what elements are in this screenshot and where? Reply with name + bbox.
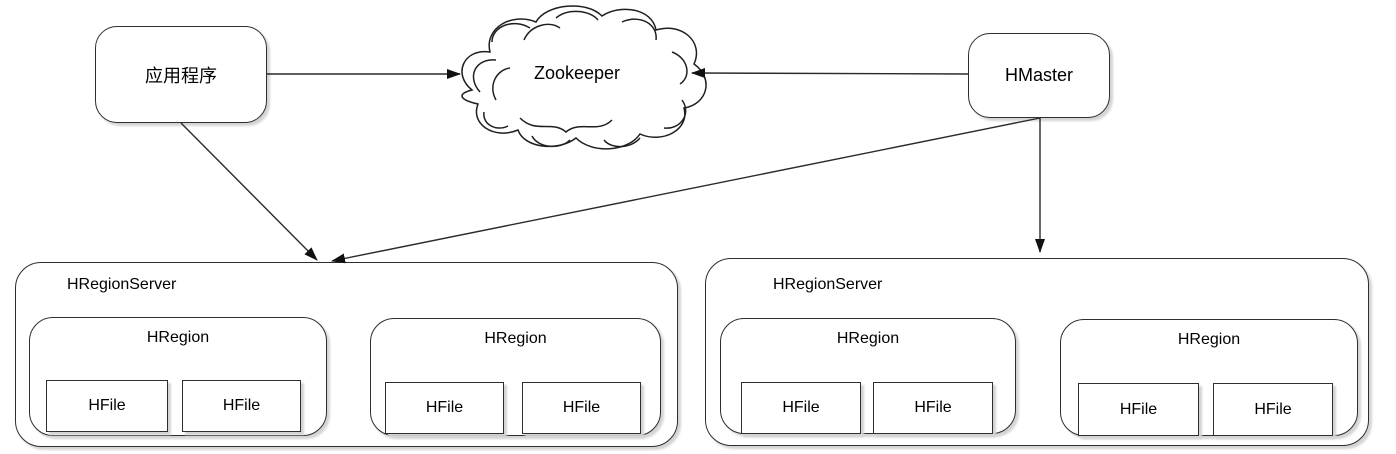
edge-hmaster-to-server-0 — [331, 117, 1041, 264]
zookeeper-node-label: Zookeeper — [533, 63, 621, 83]
server-0-region-0-hfile-1: HFile — [182, 380, 301, 432]
server-0-region-1-hfile-1: HFile — [522, 382, 641, 434]
server-0-region-0-label: HRegion — [146, 329, 210, 346]
server-1-region-1-label: HRegion — [1177, 331, 1241, 348]
server-0-region-1-hfile-0: HFile — [385, 382, 504, 434]
hfile-label: HFile — [222, 397, 261, 414]
hmaster-node-label: HMaster — [1004, 65, 1073, 85]
hfile-label: HFile — [88, 397, 126, 414]
server-1-region-0-hfile-1: HFile — [873, 382, 993, 434]
edge-hmaster-to-zookeeper — [691, 68, 969, 79]
server-1-region-1-hfile-0: HFile — [1078, 383, 1199, 436]
hfile-label: HFile — [782, 399, 820, 416]
server-1-region-0-label: HRegion — [836, 330, 900, 347]
hfile-label: HFile — [425, 399, 464, 416]
server-1-region-0-hfile-0: HFile — [741, 382, 861, 434]
hfile-label: HFile — [914, 399, 952, 416]
app-node-label: 应用程序 — [145, 65, 217, 86]
hfile-label: HFile — [1119, 400, 1158, 418]
edge-app-to-server-0 — [180, 122, 318, 261]
hfile-label: HFile — [1254, 400, 1292, 418]
app-node: 应用程序 — [95, 26, 267, 123]
hfile-label: HFile — [562, 399, 601, 416]
region-server-1-label: HRegionServer — [773, 276, 883, 293]
hmaster-node: HMaster — [968, 33, 1110, 118]
region-server-0-label: HRegionServer — [67, 276, 177, 293]
server-1-region-1-hfile-1: HFile — [1213, 383, 1333, 436]
server-0-region-1-label: HRegion — [484, 330, 547, 347]
server-0-region-0-hfile-0: HFile — [46, 380, 168, 432]
